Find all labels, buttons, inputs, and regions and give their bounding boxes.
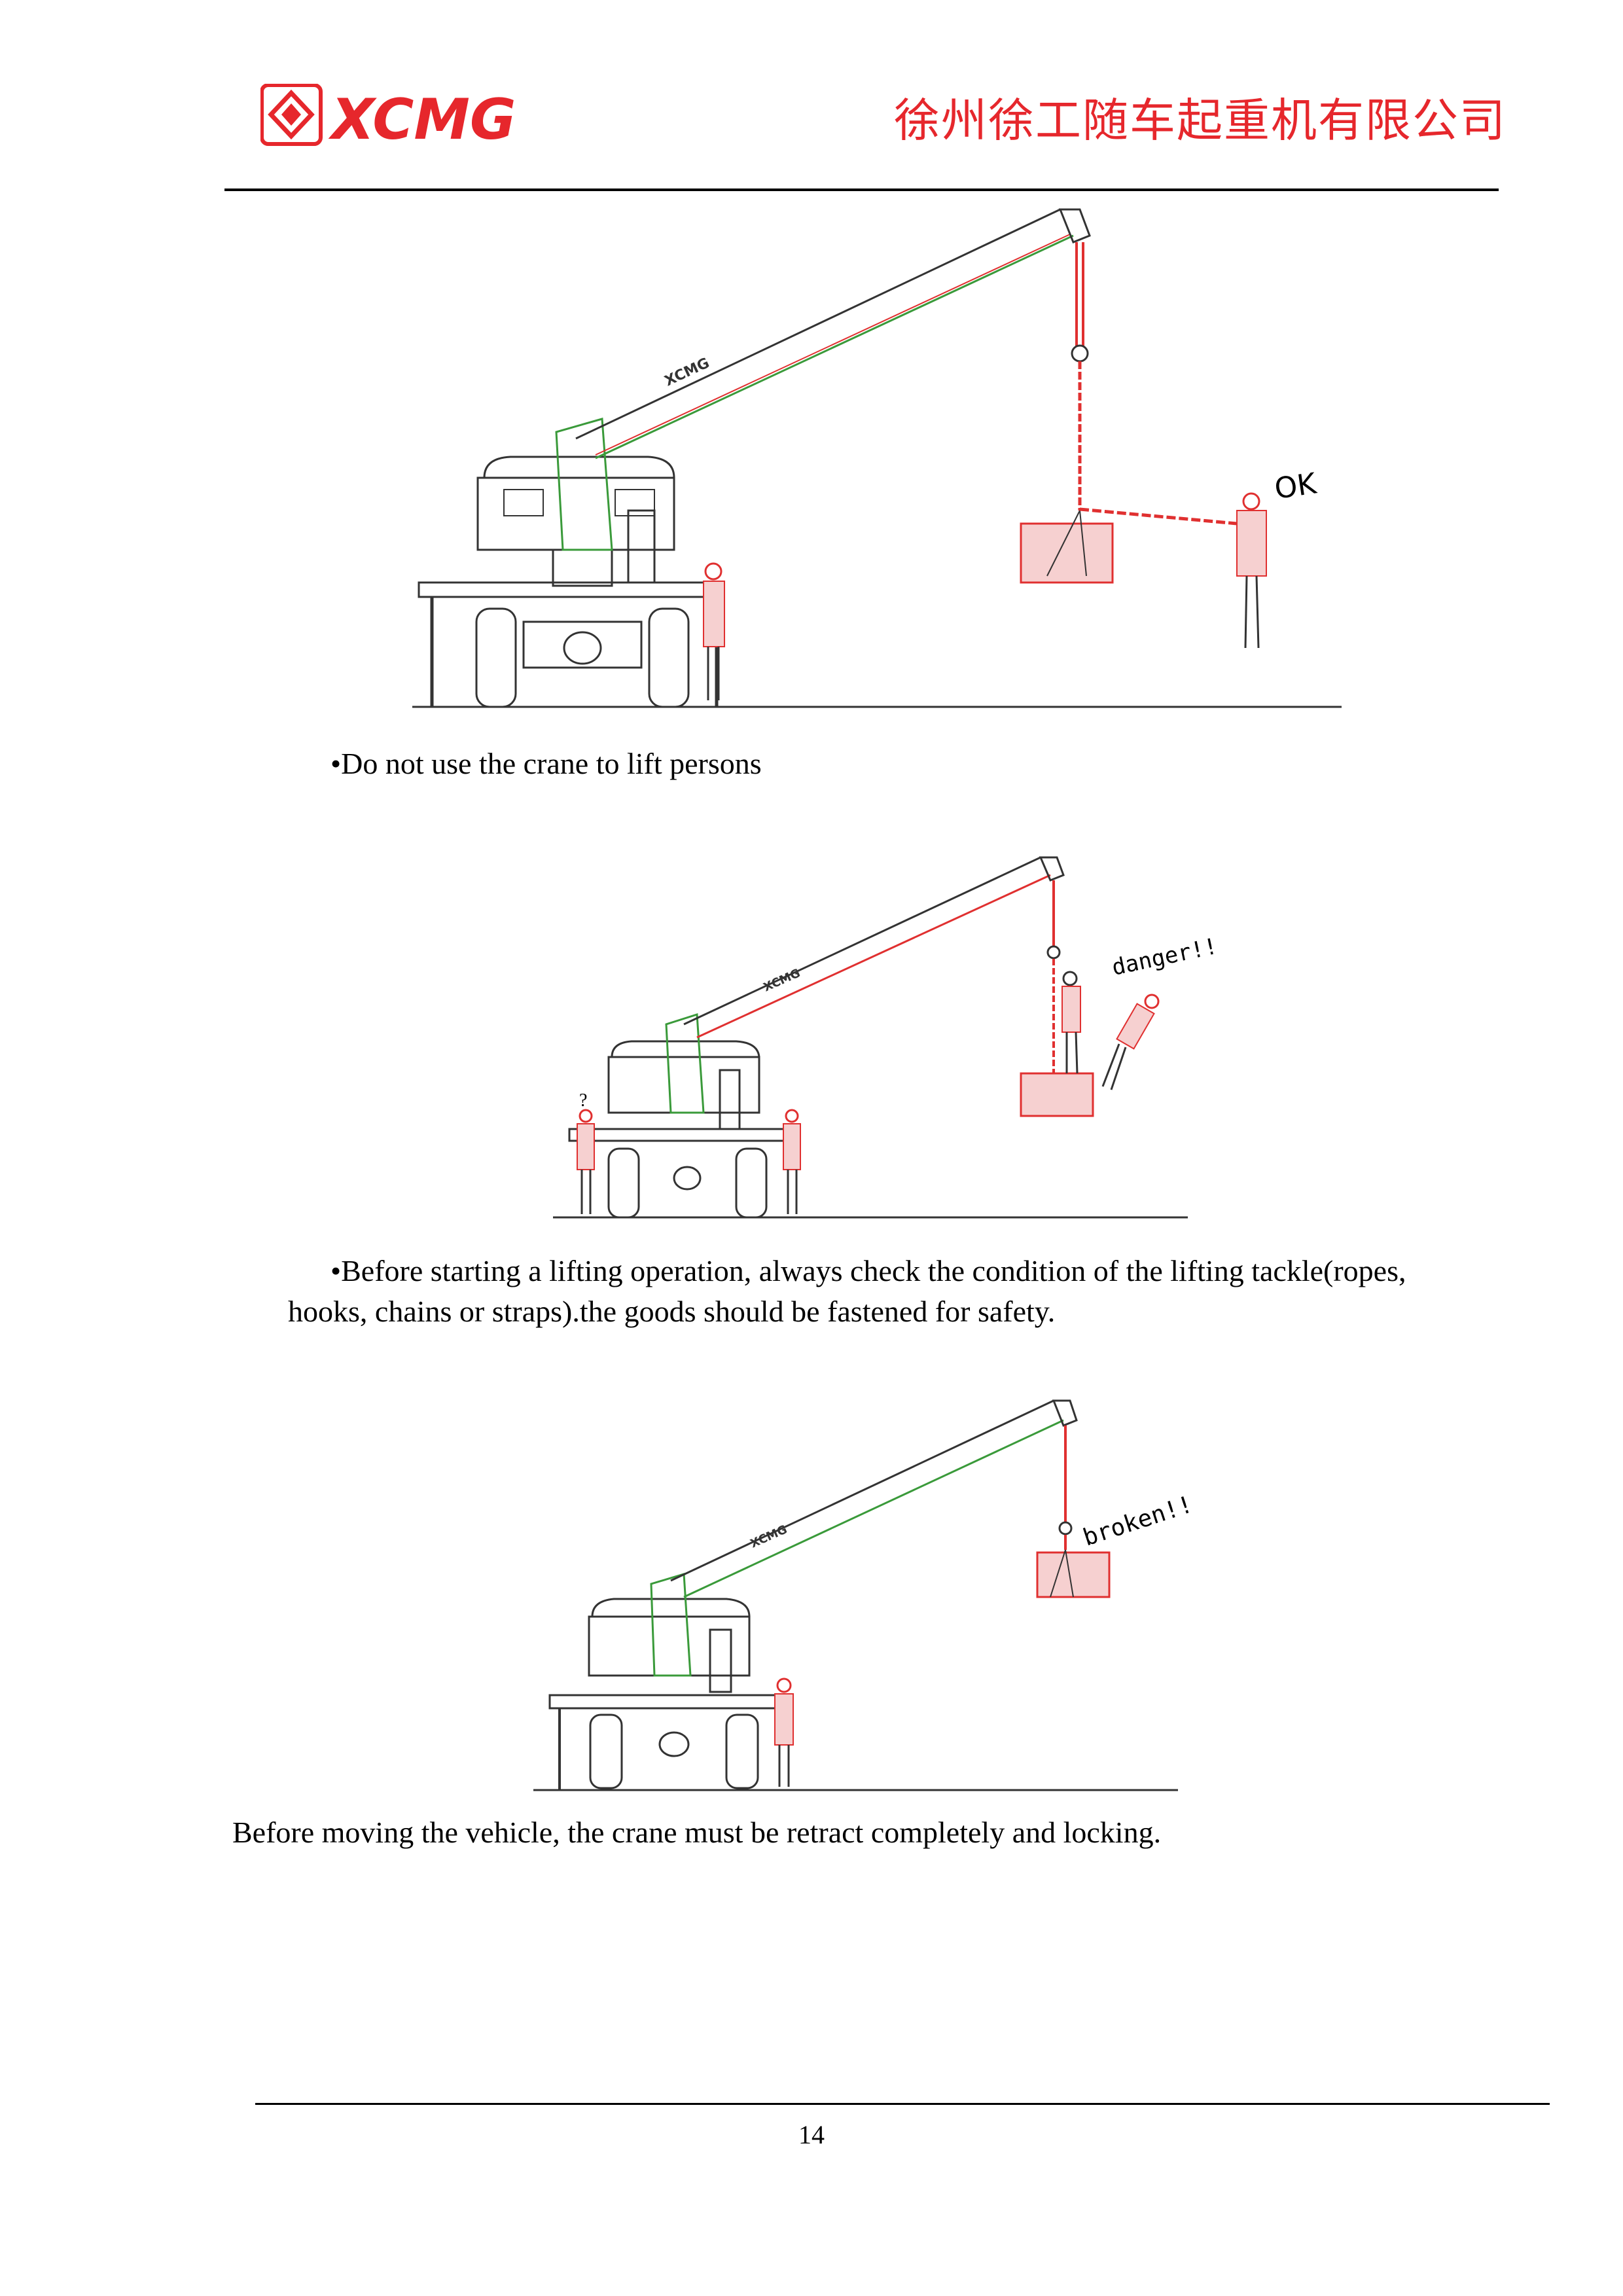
brand-text: XCMG bbox=[328, 87, 516, 149]
page-number: 14 bbox=[798, 2120, 825, 2149]
header-divider bbox=[224, 188, 1499, 191]
crane-illustration-broken: XCMG broken!! bbox=[530, 1381, 1224, 1800]
svg-text:XCMG: XCMG bbox=[662, 355, 712, 389]
crane-illustration-danger: XCMG danger!! ? bbox=[550, 834, 1230, 1227]
caption-3: Before moving the vehicle, the crane mus… bbox=[232, 1816, 1162, 1849]
figure-label-danger: danger!! bbox=[1110, 933, 1221, 981]
xcmg-logo: XCMG bbox=[260, 83, 535, 152]
caption-1: •Do not use the crane to lift persons bbox=[330, 747, 762, 780]
caption-2-line1: •Before starting a lifting operation, al… bbox=[330, 1254, 1406, 1287]
svg-text:XCMG: XCMG bbox=[748, 1522, 789, 1551]
company-name: 徐州徐工随车起重机有限公司 bbox=[894, 94, 1507, 147]
svg-text:XCMG: XCMG bbox=[761, 966, 802, 994]
caption-2-line2: hooks, chains or straps).the goods shoul… bbox=[288, 1295, 1056, 1328]
crane-illustration-ok: XCMG OK bbox=[406, 196, 1348, 720]
question-mark: ? bbox=[579, 1090, 587, 1111]
figure-label-broken: broken!! bbox=[1080, 1491, 1196, 1552]
footer-divider bbox=[255, 2103, 1550, 2105]
figure-label-ok: OK bbox=[1272, 467, 1319, 505]
